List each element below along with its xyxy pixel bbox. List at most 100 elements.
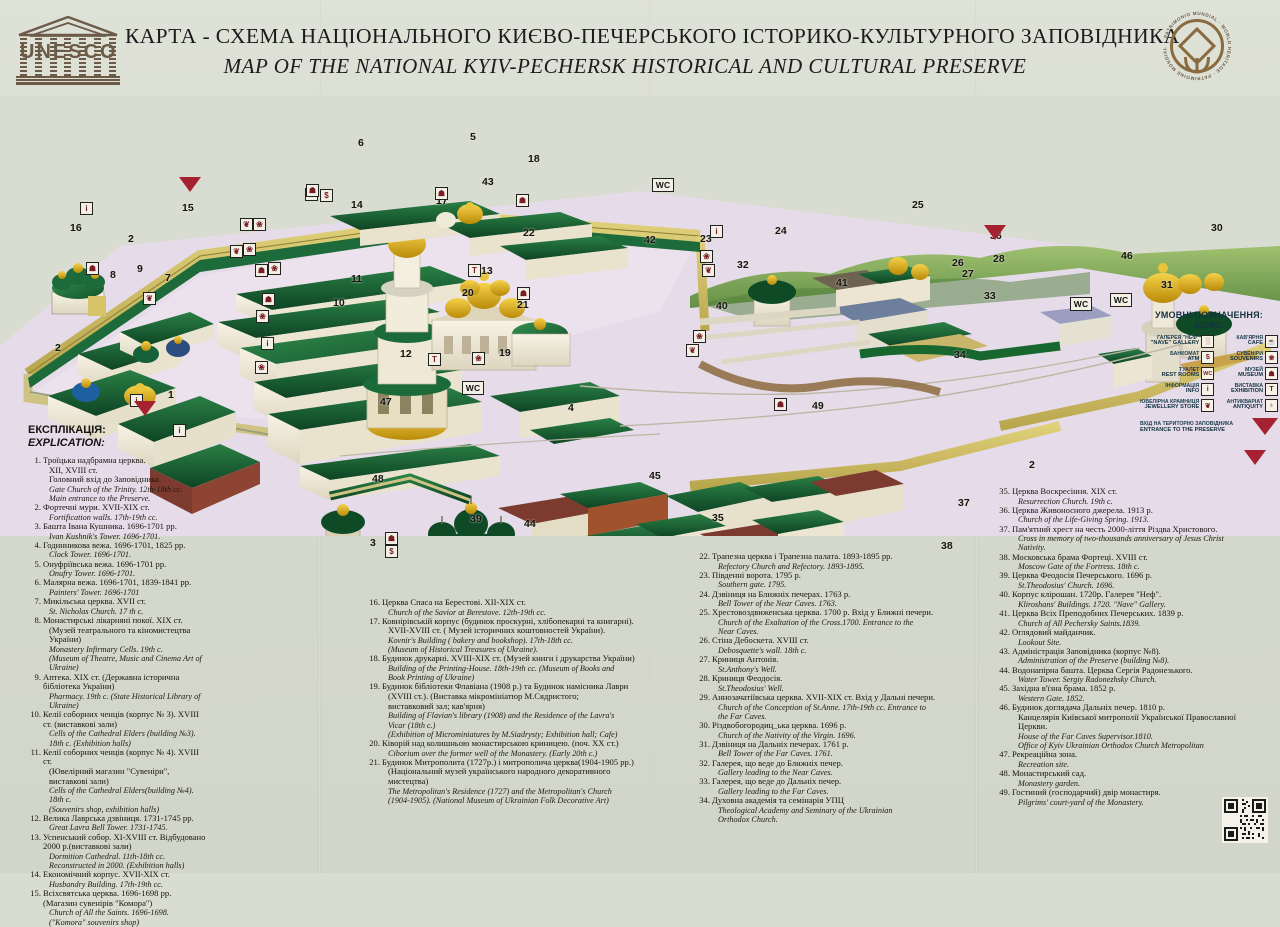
explication-text: Успенський собор. XI-XVIII ст. Відбудова… bbox=[43, 832, 206, 871]
restroom-icon: WC bbox=[1201, 367, 1215, 380]
explication-text: Ківорій над колишньою монастирською крин… bbox=[382, 738, 684, 758]
legend-label-en: ATM bbox=[1187, 356, 1200, 363]
explication-line-en: Bell Tower of the Near Caves. 1763. bbox=[718, 599, 837, 609]
legend-title-ua: УМОВНІ ПОЗНАЧЕННЯ: bbox=[1155, 310, 1263, 320]
explication-text: Економічний корпус. XVII-XIX ст.Husbandr… bbox=[43, 870, 206, 889]
explication-text: Церква Спаса на Берестові. XII-XIX ст.Ch… bbox=[382, 597, 684, 617]
legend-label-ua: СУВЕНІРИ bbox=[1236, 351, 1264, 357]
qr-code[interactable] bbox=[1222, 797, 1268, 843]
explication-number: 8. bbox=[34, 615, 41, 626]
explication-line-ua: Церкви. bbox=[1018, 721, 1048, 732]
entrance-triangle-icon[interactable] bbox=[134, 401, 156, 416]
museum-icon[interactable]: ☗ bbox=[262, 293, 275, 306]
page-title-ua: КАРТА - СХЕМА НАЦІОНАЛЬНОГО КИЄВО-ПЕЧЕРС… bbox=[125, 24, 1180, 48]
museum-icon: ☗ bbox=[1265, 367, 1278, 380]
atm-icon[interactable]: $ bbox=[385, 545, 398, 558]
explication-line-en: Western Gate. 1852. bbox=[1018, 693, 1085, 703]
explication-line-ua: Годинникова вежа. 1696-1701, 1825 рр. bbox=[43, 539, 186, 550]
info-icon[interactable]: i bbox=[710, 225, 723, 238]
museum-icon[interactable]: ☗ bbox=[86, 262, 99, 275]
info-icon[interactable]: i bbox=[80, 202, 93, 215]
entrance-triangle-icon[interactable] bbox=[1244, 450, 1266, 465]
jewellery-icon[interactable]: ❦ bbox=[702, 264, 715, 277]
souvenirs-icon[interactable]: ❀ bbox=[693, 330, 706, 343]
explication-number: 11. bbox=[30, 746, 41, 757]
explication-line-en: Ivan Kushnik's Tower. 1696-1701. bbox=[49, 531, 161, 541]
museum-icon[interactable]: ☗ bbox=[255, 264, 268, 277]
restroom-icon[interactable]: WC bbox=[1110, 293, 1132, 307]
legend-entrance-en: ENTRANCE TO THE PRESERVE bbox=[1140, 426, 1225, 433]
explication-line-ua: Малярна вежа. 1696-1701, 1839-1841 рр. bbox=[43, 577, 192, 588]
explication-line-en: Gallery leading to the Near Caves. bbox=[718, 768, 833, 778]
explication-line-en: Vicar (18th c.) bbox=[388, 720, 436, 730]
explication-entry: 45.Західна в'їзна брама. 1852 р.Western … bbox=[994, 684, 1278, 703]
restroom-icon[interactable]: WC bbox=[1070, 297, 1092, 311]
explication-line-ua: Аптека. XIX ст. (Державна історична бібл… bbox=[43, 671, 180, 692]
explication-text: Будинок друкарні. XVIII-XIX ст. (Музей к… bbox=[382, 654, 684, 682]
entrance-triangle-icon[interactable] bbox=[179, 177, 201, 192]
explication-line-en: St.Theodosius' Church. 1696. bbox=[1018, 581, 1115, 591]
museum-icon[interactable]: ☗ bbox=[306, 184, 319, 197]
souvenirs-icon[interactable]: ❀ bbox=[255, 361, 268, 374]
explication-entry: 31.Дзвіниця на Дальніх печерах. 1761 р.B… bbox=[694, 738, 986, 759]
restroom-icon[interactable]: WC bbox=[652, 178, 674, 192]
jewellery-icon[interactable]: ❦ bbox=[230, 245, 243, 258]
souvenirs-icon[interactable]: ❀ bbox=[256, 310, 269, 323]
explication-line-en: Cells of the Cathedral Elders(building №… bbox=[49, 786, 194, 805]
jewellery-icon[interactable]: ❦ bbox=[240, 218, 253, 231]
explication-number: 21. bbox=[369, 756, 380, 767]
explication-line-ua: Дзвіниця на Ближніх печерах. 1763 р. bbox=[712, 588, 851, 599]
explication-number: 34. bbox=[699, 795, 710, 806]
map-number-18: 18 bbox=[528, 153, 540, 165]
info-icon[interactable]: i bbox=[173, 424, 186, 437]
museum-icon[interactable]: ☗ bbox=[774, 398, 787, 411]
explication-line-en: Office of Kyiv Ukrainian Orthodox Church… bbox=[1018, 741, 1204, 751]
souvenirs-icon[interactable]: ❀ bbox=[472, 352, 485, 365]
jewellery-icon[interactable]: ❦ bbox=[686, 344, 699, 357]
map-number-46: 46 bbox=[1121, 250, 1133, 262]
museum-icon[interactable]: ☗ bbox=[516, 194, 529, 207]
explication-line-en: Dormition Cathedral. 11th-18th cc. Recon… bbox=[49, 851, 185, 871]
souvenirs-icon[interactable]: ❀ bbox=[700, 250, 713, 263]
explication-number: 9. bbox=[34, 671, 41, 682]
souvenirs-icon[interactable]: ❀ bbox=[268, 262, 281, 275]
explication-entry: 14.Економічний корпус. XVII-XIX ст.Husba… bbox=[28, 869, 206, 889]
souvenirs-icon[interactable]: ❀ bbox=[243, 243, 256, 256]
explication-number: 41. bbox=[999, 608, 1010, 619]
exhibition-icon[interactable]: T bbox=[428, 353, 441, 366]
jewellery-icon[interactable]: ❦ bbox=[143, 292, 156, 305]
explication-text: Південні ворота. 1795 р.Southern gate. 1… bbox=[712, 570, 986, 590]
explication-entry: 4.Годинникова вежа. 1696-1701, 1825 рр.C… bbox=[28, 539, 206, 560]
map-number-4: 4 bbox=[568, 402, 574, 414]
exhibition-icon[interactable]: T bbox=[468, 264, 481, 277]
explication-entry: 28.Криниця Феодосія.St.Theodosius' Well. bbox=[694, 673, 986, 693]
explication-line-en: Kovnir's Building ( bakery and bookshop)… bbox=[388, 636, 573, 646]
explication-line-ua: Галерея, що веде до Ближніх печер. bbox=[712, 757, 843, 768]
explication-entry: 35.Церква Воскресіння. XIX ст.Resurrecti… bbox=[994, 486, 1278, 506]
explication-text: Різдвобогородиц_ька церква. 1696 р.Churc… bbox=[712, 720, 986, 740]
poster-header: UNESCO КАРТА - СХЕМА НАЦІОНАЛЬНОГО КИЄВО… bbox=[0, 0, 1280, 100]
museum-icon[interactable]: ☗ bbox=[435, 187, 448, 200]
explication-text: Фортечні мури. XVII-XIX ст.Fortification… bbox=[43, 503, 206, 522]
gallery-icon: ░ bbox=[1201, 335, 1215, 348]
atm-icon[interactable]: $ bbox=[320, 189, 333, 202]
souvenirs-icon[interactable]: ❀ bbox=[253, 218, 266, 231]
legend-panel: УМОВНІ ПОЗНАЧЕННЯ: SIGNS: ГАЛЕРЕЯ "НЕФ""… bbox=[1140, 310, 1278, 435]
museum-icon[interactable]: ☗ bbox=[517, 287, 530, 300]
info-icon[interactable]: i bbox=[261, 337, 274, 350]
museum-icon[interactable]: ☗ bbox=[385, 532, 398, 545]
legend-label-en: "NAVE" GALLERY bbox=[1150, 340, 1200, 347]
entrance-triangle-icon[interactable] bbox=[984, 225, 1006, 240]
explication-text: Малярна вежа. 1696-1701, 1839-1841 рр.Pa… bbox=[43, 578, 206, 597]
legend-label-en: CAFE bbox=[1247, 340, 1263, 347]
explication-line-ua: Дзвіниця на Дальніх печерах. 1761 р. bbox=[712, 738, 849, 749]
info-icon[interactable]: i bbox=[130, 394, 143, 407]
restroom-icon[interactable]: WC bbox=[462, 381, 484, 395]
map-number-25: 25 bbox=[912, 199, 924, 211]
explication-text: Келії соборних ченців (корпус № 3). XVII… bbox=[43, 709, 206, 748]
